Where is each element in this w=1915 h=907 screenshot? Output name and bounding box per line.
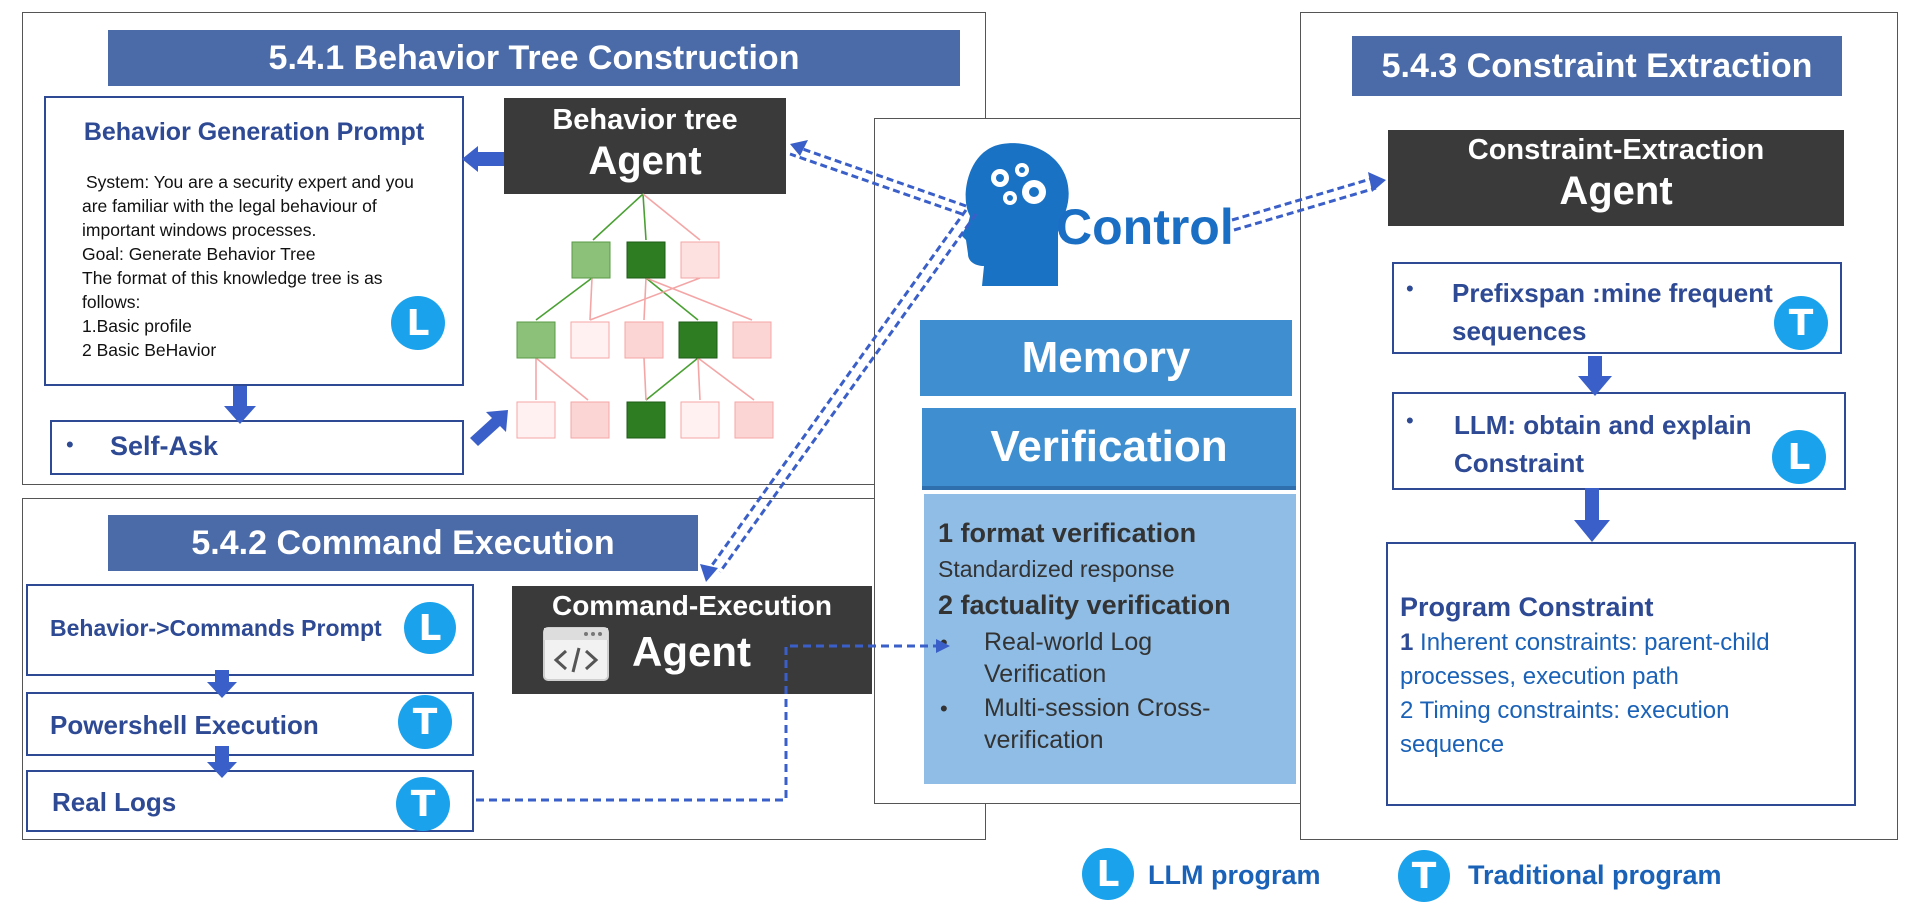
prompt-line: follows: (82, 292, 141, 312)
traditional-legend-badge-icon: T (1398, 850, 1450, 902)
item-line: Real-world Log (984, 628, 1153, 656)
behavior-prompt-title: Behavior Generation Prompt (83, 118, 425, 146)
prefixspan-text: Prefixspan :mine frequent sequences (1452, 274, 1773, 350)
prompt-line: 1.Basic profile (82, 316, 192, 336)
tree-edges (535, 193, 755, 401)
behavior-tree-graphic (516, 193, 774, 439)
llm-badge-icon: L (1772, 430, 1826, 484)
prompt-line: Goal: Generate Behavior Tree (82, 244, 316, 264)
timing-constraints: 2 Timing constraints: execution sequence (1400, 694, 1730, 762)
verification-body (924, 494, 1296, 784)
constraint-extraction-agent: Constraint-Extraction Agent (1388, 130, 1844, 226)
bullet: • (1406, 408, 1414, 433)
memory-block: Memory (920, 320, 1292, 396)
prompt-line: System: You are a security expert and yo… (86, 172, 414, 192)
prompt-line: are familiar with the legal behaviour of (82, 196, 377, 216)
llm-legend-badge-icon: L (1082, 848, 1134, 900)
code-window-icon (542, 626, 610, 682)
agent-name: Agent (632, 628, 751, 675)
llm-badge-icon: L (404, 602, 456, 654)
multi-session-item: Multi-session Cross- verification (984, 692, 1210, 756)
traditional-legend-label: Traditional program (1468, 860, 1722, 890)
text-line: Constraint (1454, 448, 1584, 478)
agent-label: Behavior tree (552, 104, 738, 136)
real-logs-label: Real Logs (52, 787, 177, 817)
verification-header: Verification (922, 408, 1296, 490)
inherent-constraints: 1 Inherent constraints: parent-child pro… (1400, 626, 1770, 694)
brain-head-icon (962, 140, 1074, 290)
bullet: • (940, 630, 948, 655)
prompt-line: 2 Basic BeHavior (82, 340, 217, 360)
agent-label: Command-Execution (551, 590, 833, 621)
powershell-execution-label: Powershell Execution (50, 710, 319, 740)
prompt-line: important windows processes. (82, 220, 317, 240)
traditional-badge-icon: T (398, 695, 452, 749)
text-line: 2 Timing constraints: execution (1400, 697, 1730, 724)
item-text: Inherent constraints: parent-child (1420, 629, 1770, 656)
text-line: processes, execution path (1400, 663, 1679, 690)
powershell-execution-box (26, 692, 474, 756)
traditional-badge-icon: T (396, 777, 450, 831)
program-constraint-title: Program Constraint (1400, 592, 1654, 622)
text-line: 1 Inherent constraints: parent-child (1400, 626, 1770, 660)
llm-constraint-box (1392, 392, 1846, 490)
factuality-verification-title: 2 factuality verification (938, 590, 1231, 620)
behavior-commands-prompt-label: Behavior->Commands Prompt (50, 615, 382, 641)
behavior-prompt-text: System: You are a security expert and yo… (82, 170, 452, 362)
traditional-badge-icon: T (1774, 296, 1828, 350)
format-verification-title: 1 format verification (938, 518, 1197, 548)
tree-nodes (516, 241, 774, 439)
control-label: Control (1056, 199, 1234, 255)
item-line: verification (984, 726, 1104, 754)
behavior-tree-agent: Behavior tree Agent (504, 98, 786, 194)
bullet: • (940, 696, 948, 721)
text-line: LLM: obtain and explain (1454, 410, 1752, 440)
agent-name: Agent (1559, 169, 1673, 213)
prefixspan-box (1392, 262, 1842, 354)
bullet: • (1406, 276, 1414, 301)
text-line: Prefixspan :mine frequent (1452, 278, 1773, 308)
behavior-commands-prompt-box (26, 584, 474, 676)
real-world-log-item: Real-world Log Verification (984, 626, 1152, 690)
item-line: Multi-session Cross- (984, 694, 1211, 722)
self-ask-bullet: • (66, 432, 74, 457)
item-number: 1 (1400, 629, 1414, 656)
self-ask-box (50, 420, 464, 475)
prompt-line: The format of this knowledge tree is as (82, 268, 383, 288)
command-execution-title: 5.4.2 Command Execution (108, 515, 698, 571)
agent-label: Constraint-Extraction (1467, 134, 1765, 166)
llm-constraint-text: LLM: obtain and explain Constraint (1454, 406, 1752, 482)
agent-name: Agent (588, 139, 702, 183)
self-ask-label: Self-Ask (110, 431, 219, 461)
program-constraint-box (1386, 542, 1856, 806)
llm-badge-icon: L (391, 296, 445, 350)
format-verification-sub: Standardized response (938, 556, 1175, 582)
constraint-extraction-title: 5.4.3 Constraint Extraction (1352, 36, 1842, 96)
text-line: sequence (1400, 731, 1505, 758)
behavior-tree-title: 5.4.1 Behavior Tree Construction (108, 30, 960, 86)
item-line: Verification (984, 660, 1107, 688)
llm-legend-label: LLM program (1148, 860, 1321, 890)
behavior-prompt-box (44, 96, 464, 386)
text-line: sequences (1452, 316, 1587, 346)
